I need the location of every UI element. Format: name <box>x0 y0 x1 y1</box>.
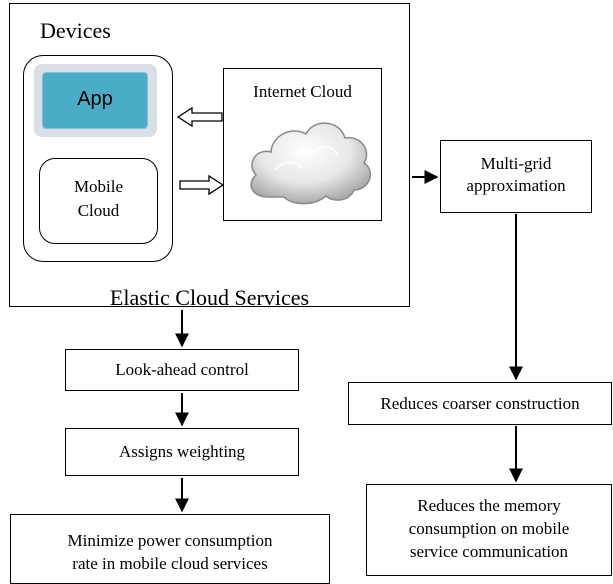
minimize-label-2: rate in mobile cloud services <box>72 554 268 573</box>
coarser-box <box>348 382 612 425</box>
multigrid-label-2: approximation <box>466 176 566 195</box>
lookahead-label: Look-ahead control <box>115 360 249 379</box>
multigrid-box <box>440 140 592 213</box>
lookahead-box <box>65 349 299 391</box>
app-box <box>42 72 148 129</box>
mobile-cloud-label-1: Mobile <box>73 177 124 196</box>
cloud-icon <box>250 122 372 205</box>
block-arrow-left <box>176 106 223 128</box>
coarser-label: Reduces coarser construction <box>380 394 580 413</box>
memory-box <box>366 484 612 576</box>
minimize-label-1: Minimize power consumption <box>67 531 273 550</box>
memory-label-1: Reduces the memory <box>417 496 561 515</box>
mobile-cloud-box <box>39 158 158 244</box>
internet-cloud-label: Internet Cloud <box>253 82 352 101</box>
app-label: App <box>77 88 113 110</box>
memory-label-2: consumption on mobile <box>408 519 570 538</box>
devices-title: Devices <box>40 18 111 43</box>
block-arrow-right <box>179 174 225 196</box>
elastic-cloud-services-label: Elastic Cloud Services <box>109 285 310 306</box>
mobile-cloud-label-2: Cloud <box>77 201 120 220</box>
memory-label-3: service communication <box>409 542 569 561</box>
multigrid-label-1: Multi-grid <box>480 154 552 173</box>
weighting-label: Assigns weighting <box>118 442 246 461</box>
weighting-box <box>65 428 299 476</box>
minimize-box <box>10 514 330 584</box>
